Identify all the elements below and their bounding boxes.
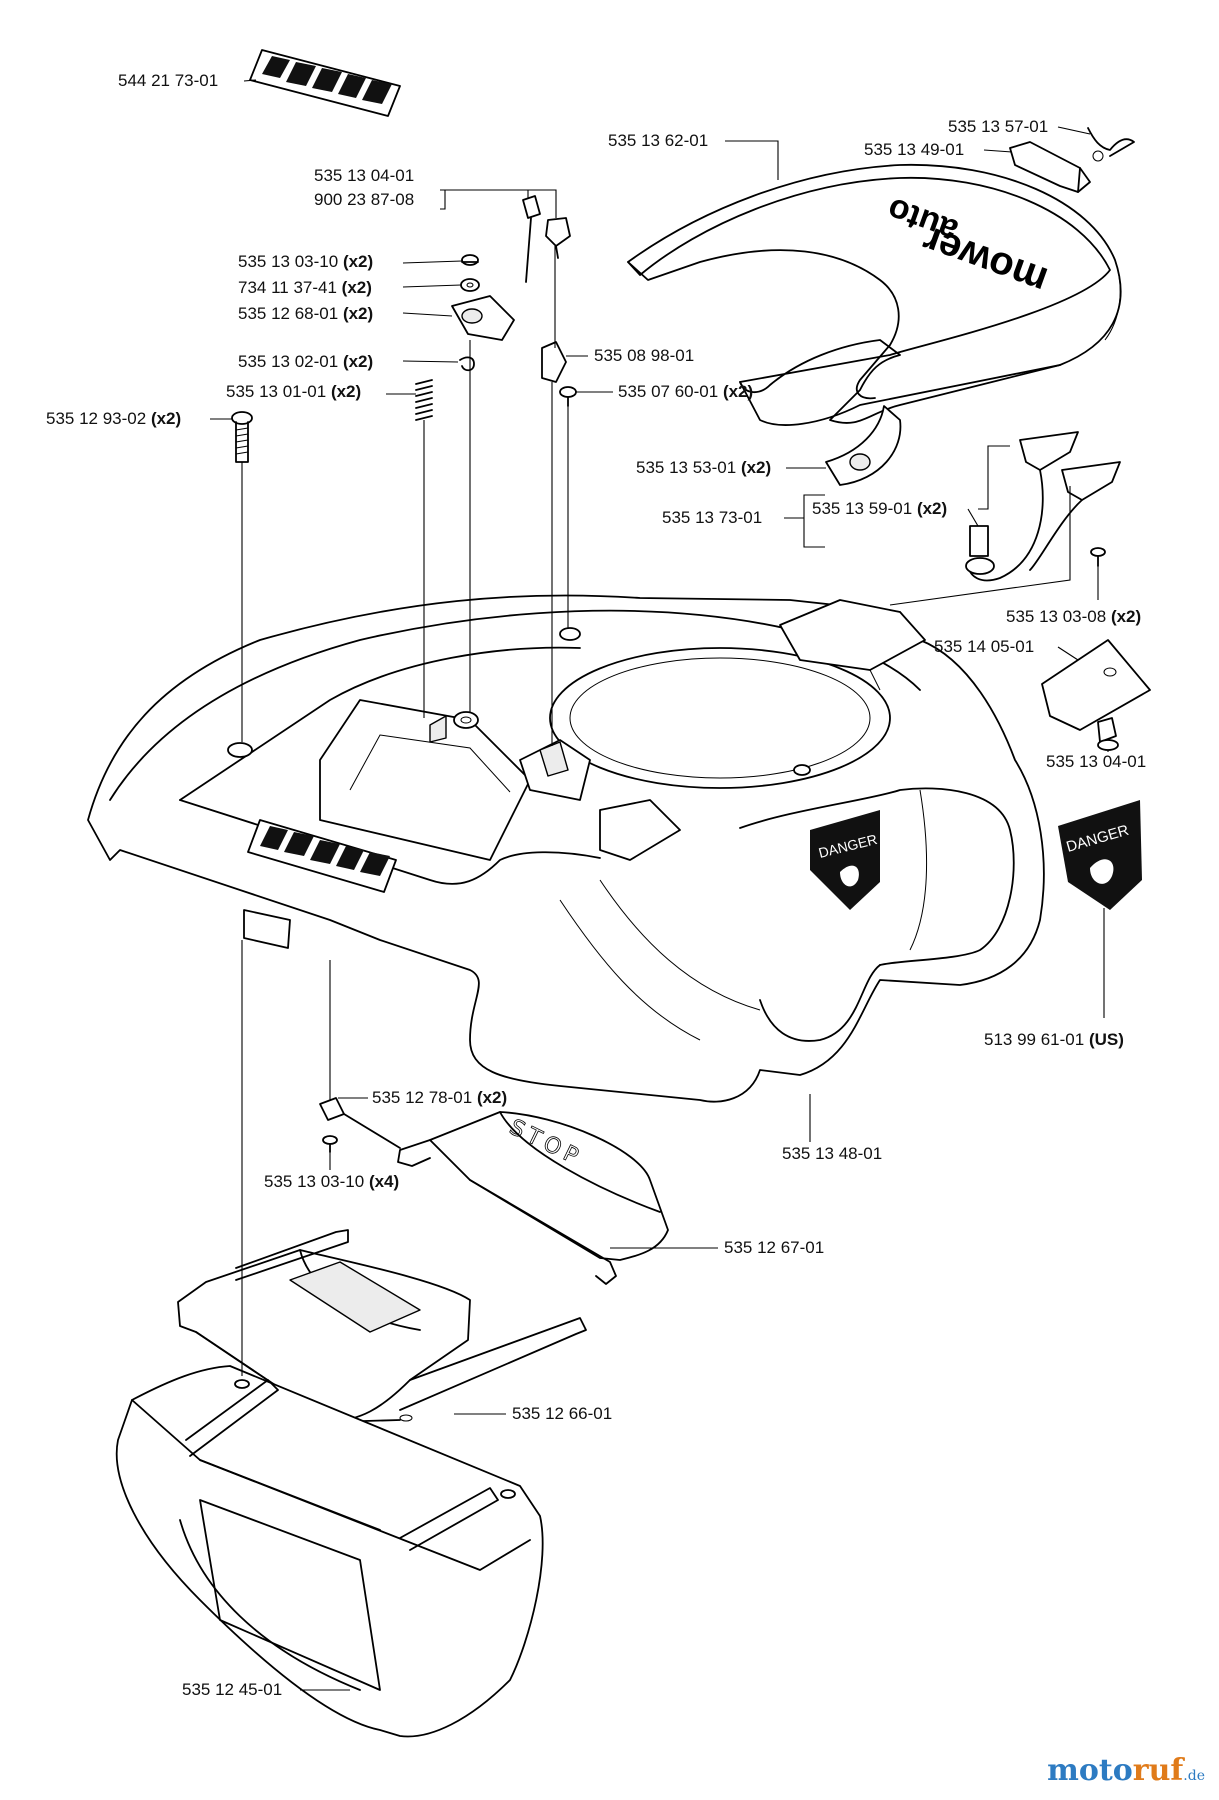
label-535-12-78-01: 535 12 78-01 (x2) <box>372 1088 508 1107</box>
label-535-12-45-01: 535 12 45-01 <box>182 1680 283 1699</box>
label-535-13-48-01: 535 13 48-01 <box>782 1144 883 1163</box>
label-535-13-62-01: 535 13 62-01 <box>608 131 709 150</box>
bracket-part <box>825 405 902 486</box>
label-535-13-03-08: 535 13 03-08 (x2) <box>1006 607 1142 626</box>
cover-plate <box>1041 639 1151 751</box>
label-535-13-01-01: 535 13 01-01 (x2) <box>226 382 362 401</box>
label-535-13-02-01: 535 13 02-01 (x2) <box>238 352 374 371</box>
label-535-13-59-01: 535 13 59-01 (x2) <box>812 499 948 518</box>
label-535-13-04-01-bottom: 535 13 04-01 <box>1046 752 1147 771</box>
fasteners-cluster <box>231 195 577 463</box>
watermark-logo: motoruf.de <box>1047 1753 1205 1788</box>
label-734-11-37-41: 734 11 37-41 (x2) <box>238 278 372 297</box>
label-535-13-03-10-x4: 535 13 03-10 (x4) <box>264 1172 400 1191</box>
label-535-12-93-02: 535 12 93-02 (x2) <box>46 409 182 428</box>
label-535-07-60-01: 535 07 60-01 (x2) <box>618 382 754 401</box>
hatch-brand-text-2: mower <box>917 217 1053 302</box>
label-535-13-57-01: 535 13 57-01 <box>948 117 1049 136</box>
contact-assembly <box>965 431 1121 582</box>
label-535-13-73-01: 535 13 73-01 <box>662 508 763 527</box>
decal-part-544-21-73-01 <box>249 49 401 117</box>
main-body-cover: DANGER <box>87 594 1045 1103</box>
label-900-23-87-08: 900 23 87-08 <box>314 190 415 209</box>
label-535-12-66-01: 535 12 66-01 <box>512 1404 613 1423</box>
label-535-13-53-01: 535 13 53-01 (x2) <box>636 458 772 477</box>
hinge-part <box>1009 127 1135 193</box>
hatch-lid: auto mower <box>627 163 1122 426</box>
label-535-13-49-01: 535 13 49-01 <box>864 140 965 159</box>
label-535-14-05-01: 535 14 05-01 <box>934 637 1035 656</box>
display-cover <box>177 1229 587 1423</box>
label-513-99-61-01: 513 99 61-01 (US) <box>984 1030 1124 1049</box>
label-535-08-98-01: 535 08 98-01 <box>594 346 695 365</box>
label-544-21-73-01: 544 21 73-01 <box>118 71 219 90</box>
label-535-13-04-01-top: 535 13 04-01 <box>314 166 415 185</box>
label-535-12-67-01: 535 12 67-01 <box>724 1238 825 1257</box>
label-535-13-03-10-x2: 535 13 03-10 (x2) <box>238 252 374 271</box>
leader-lines <box>210 79 1109 1691</box>
danger-decal-part: DANGER <box>1058 800 1142 910</box>
front-bumper <box>115 1365 544 1738</box>
label-535-12-68-01: 535 12 68-01 (x2) <box>238 304 374 323</box>
